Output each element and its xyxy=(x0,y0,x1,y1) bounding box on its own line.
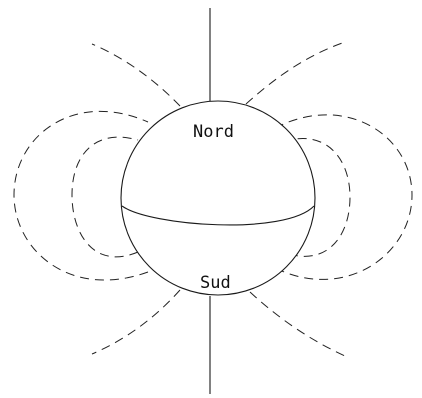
sphere xyxy=(120,100,316,296)
field-line-right-outer xyxy=(274,114,413,280)
field-line-left-bottom xyxy=(91,289,181,355)
field-line-left-outer xyxy=(13,111,149,281)
equator-line xyxy=(121,205,315,226)
field-line-right-inner xyxy=(282,138,351,257)
south-pole-label: Sud xyxy=(200,273,231,293)
north-pole-label: Nord xyxy=(193,122,234,142)
field-line-left-inner xyxy=(71,136,139,258)
field-line-right-bottom xyxy=(249,291,346,357)
field-line-left-top xyxy=(91,43,181,107)
field-line-right-top xyxy=(245,41,346,105)
